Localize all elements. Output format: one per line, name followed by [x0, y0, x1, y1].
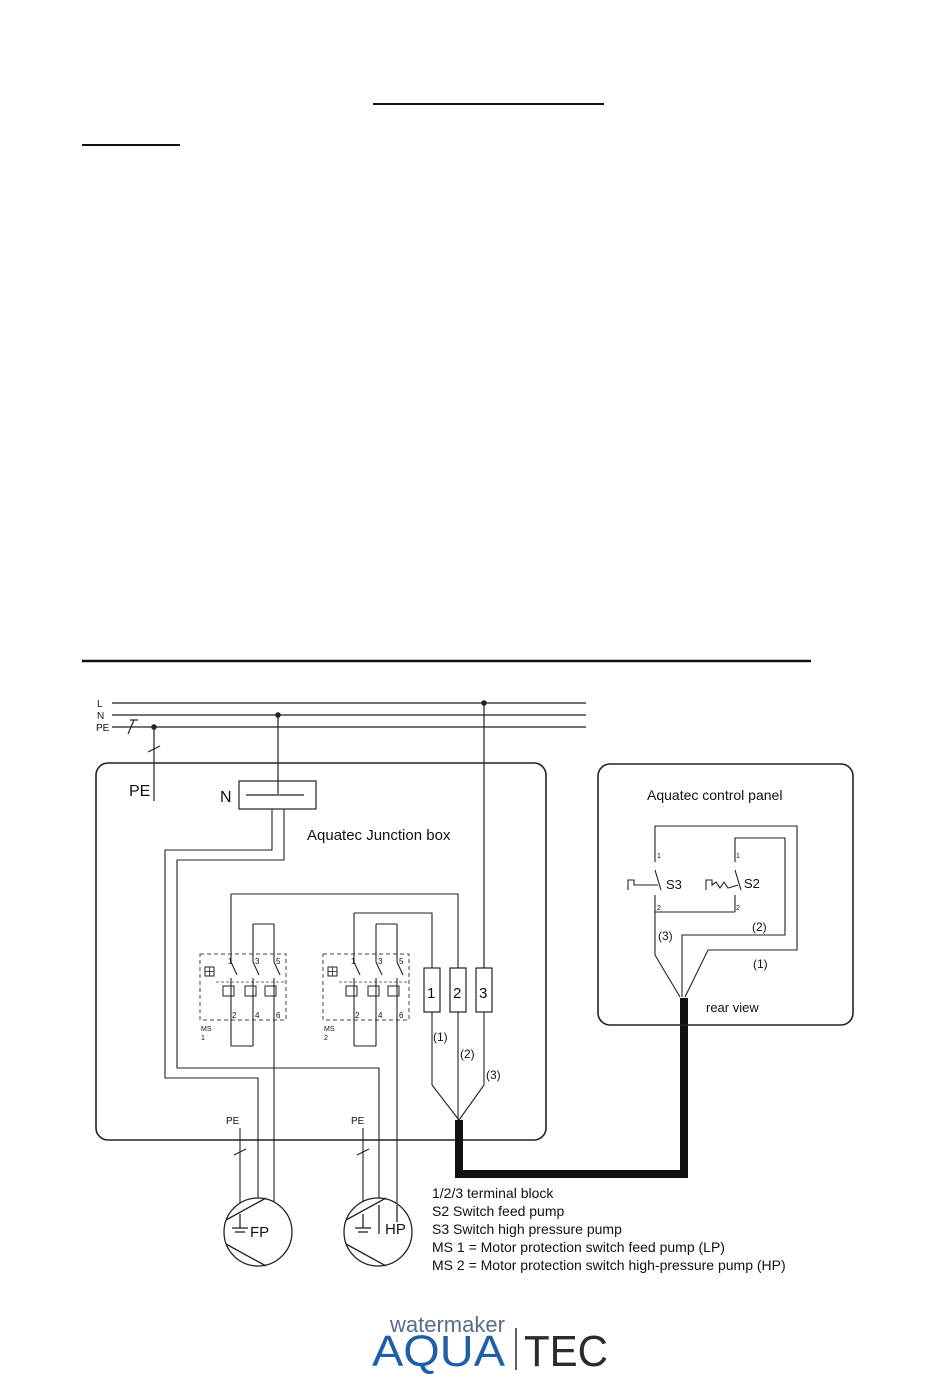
terminal-3	[475, 967, 493, 1013]
high-pressure-pump-symbol	[343, 1197, 413, 1267]
legend-item: S2 Switch feed pump	[432, 1203, 565, 1219]
ms2-t4: 4	[378, 1011, 383, 1020]
s3-pin2: 2	[657, 905, 661, 912]
legend-item: MS 2 = Motor protection switch high-pres…	[432, 1257, 786, 1273]
feed-pump-label: FP	[250, 1224, 269, 1241]
ms2-label: MS	[324, 1026, 335, 1033]
switch-s3-label: S3	[666, 877, 682, 892]
s2-pin1: 1	[736, 853, 740, 860]
high-pressure-pump-label: HP	[385, 1221, 406, 1238]
logo-tec: TEC	[524, 1327, 608, 1376]
terminal-3-label: 3	[479, 985, 487, 1002]
s3-pin1: 1	[657, 853, 661, 860]
panel-wire-3: (3)	[658, 929, 673, 943]
control-panel	[597, 763, 854, 1026]
terminal-1	[423, 967, 441, 1013]
neutral-wires	[164, 809, 380, 1205]
ms1-t6: 6	[276, 1011, 281, 1020]
ms1-t3: 3	[255, 957, 260, 966]
logo-watermaker: watermaker	[389, 1312, 505, 1337]
s2-pin2: 2	[736, 905, 740, 912]
rear-view-label: rear view	[706, 1000, 759, 1015]
ms1-t1: 1	[228, 957, 233, 966]
junction-pe-label: PE	[129, 783, 150, 800]
ms1-number: 1	[201, 1035, 205, 1042]
ms1-t2: 2	[232, 1011, 237, 1020]
ms1-t4: 4	[255, 1011, 260, 1020]
panel-wire-1: (1)	[753, 957, 768, 971]
ms2-switch: 1 3 5 2 4 6	[322, 913, 410, 1205]
legend: 1/2/3 terminal block S2 Switch feed pump…	[432, 1185, 786, 1273]
line-n-label: N	[97, 711, 104, 722]
wire-1-label: (1)	[433, 1030, 448, 1044]
hp-pe-label: PE	[351, 1116, 365, 1127]
ms1-label: MS	[201, 1026, 212, 1033]
terminal-1-label: 1	[427, 985, 435, 1002]
control-wires	[231, 893, 485, 1121]
ms2-t6: 6	[399, 1011, 404, 1020]
line-pe-label: PE	[96, 723, 110, 734]
panel-switch-wiring	[627, 825, 798, 998]
terminal-2-label: 2	[453, 985, 461, 1002]
junction-box-title: Aquatec Junction box	[307, 827, 451, 844]
ms2-number: 2	[324, 1035, 328, 1042]
ms2-t1: 1	[351, 957, 356, 966]
panel-wire-2: (2)	[752, 920, 767, 934]
legend-item: S3 Switch high pressure pump	[432, 1221, 622, 1237]
neutral-terminal	[238, 780, 317, 810]
ms1-t5: 5	[276, 957, 281, 966]
wire-2-label: (2)	[460, 1047, 475, 1061]
junction-box	[95, 762, 547, 1141]
control-cable	[455, 998, 688, 1178]
ms2-t5: 5	[399, 957, 404, 966]
switch-s2-label: S2	[744, 876, 760, 891]
logo-aqua: AQUA	[372, 1327, 506, 1376]
aquatec-logo: watermaker AQUA TEC	[372, 1312, 608, 1376]
ms2-t2: 2	[355, 1011, 360, 1020]
terminal-2	[449, 967, 467, 1013]
ms1-switch: 1 3 5 2 4 6	[199, 894, 287, 1205]
fp-pe-label: PE	[226, 1116, 240, 1127]
supply-lines	[112, 700, 586, 968]
line-l-label: L	[97, 699, 103, 710]
control-panel-title: Aquatec control panel	[647, 787, 782, 803]
legend-item: 1/2/3 terminal block	[432, 1185, 554, 1201]
ms2-t3: 3	[378, 957, 383, 966]
legend-item: MS 1 = Motor protection switch feed pump…	[432, 1239, 725, 1255]
wire-3-label: (3)	[486, 1068, 501, 1082]
neutral-label: N	[220, 789, 232, 806]
feed-pump-symbol	[223, 1197, 293, 1267]
